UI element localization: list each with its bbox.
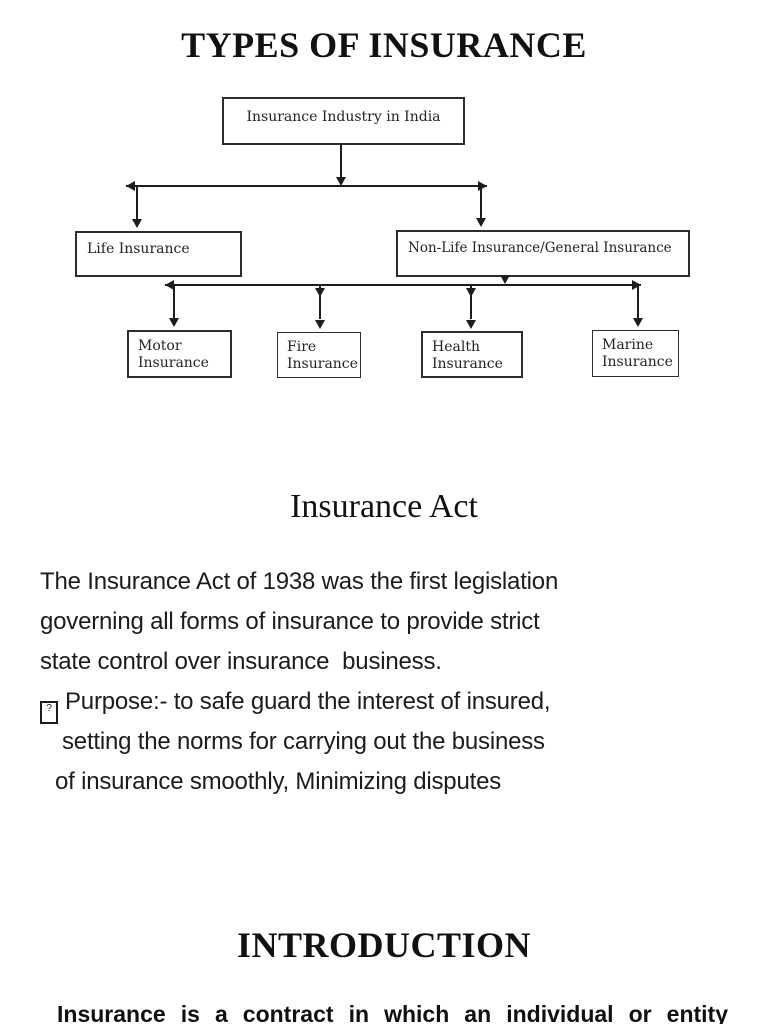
arrowhead-down-icon <box>132 219 142 228</box>
body-line: ? Purpose:- to safe guard the interest of… <box>40 688 680 724</box>
body-line: of insurance smoothly, Minimizing disput… <box>55 768 502 795</box>
body-line: setting the norms for carrying out the b… <box>62 728 545 755</box>
chart-box-motor-label: Motor <box>138 338 182 354</box>
connector-line <box>637 286 639 319</box>
chart-box-fire-label: Fire <box>287 339 317 355</box>
body-line-text: Purpose:- to safe guard the interest of … <box>65 688 551 715</box>
section-title-introduction: INTRODUCTION <box>236 925 532 965</box>
chart-box-life-label: Life Insurance <box>87 241 190 257</box>
arrowhead-right-icon <box>632 280 641 290</box>
connector-line <box>136 187 138 221</box>
chart-box-health-label: Health <box>432 339 480 355</box>
chart-box-fire-label2: Insurance <box>287 356 358 372</box>
page-title: TYPES OF INSURANCE <box>181 25 587 65</box>
connector-line <box>480 187 482 220</box>
arrowhead-down-icon <box>466 320 476 329</box>
arrowhead-down-icon <box>500 275 510 284</box>
arrowhead-down-icon <box>169 318 179 327</box>
chart-box-marine-label2: Insurance <box>602 354 673 370</box>
chart-box-fire: Fire Insurance <box>277 332 361 378</box>
arrowhead-down-icon <box>466 288 476 297</box>
missing-glyph-icon: ? <box>40 701 58 724</box>
chart-box-motor: Motor Insurance <box>127 330 232 378</box>
arrowhead-down-icon <box>336 177 346 186</box>
arrowhead-left-icon <box>165 280 174 290</box>
arrowhead-down-icon <box>633 318 643 327</box>
connector-line <box>126 185 487 187</box>
body-line: state control over insurance business. <box>40 648 442 675</box>
connector-line <box>165 284 641 286</box>
chart-box-nonlife-label: Non-Life Insurance/General Insurance <box>408 240 672 256</box>
chart-box-motor-label2: Insurance <box>138 355 209 371</box>
connector-line <box>340 145 342 179</box>
connector-line <box>319 286 321 319</box>
chart-box-nonlife: Non-Life Insurance/General Insurance <box>396 230 690 277</box>
arrowhead-right-icon <box>478 181 487 191</box>
arrowhead-down-icon <box>315 320 325 329</box>
introduction-paragraph: Insurance is a contract in which an indi… <box>57 1001 728 1024</box>
chart-box-root-label: Insurance Industry in India <box>246 109 441 125</box>
chart-box-life: Life Insurance <box>75 231 242 277</box>
connector-line <box>470 286 472 319</box>
chart-box-marine-label: Marine <box>602 337 654 353</box>
chart-box-health: Health Insurance <box>421 331 523 378</box>
chart-box-root: Insurance Industry in India <box>222 97 465 145</box>
arrowhead-left-icon <box>126 181 135 191</box>
arrowhead-down-icon <box>315 288 325 297</box>
body-line: The Insurance Act of 1938 was the first … <box>40 568 559 595</box>
section-title-insurance-act: Insurance Act <box>290 488 478 525</box>
chart-box-health-label2: Insurance <box>432 356 503 372</box>
connector-line <box>173 286 175 319</box>
chart-box-marine: Marine Insurance <box>592 330 679 377</box>
arrowhead-down-icon <box>476 218 486 227</box>
body-line: governing all forms of insurance to prov… <box>40 608 540 635</box>
